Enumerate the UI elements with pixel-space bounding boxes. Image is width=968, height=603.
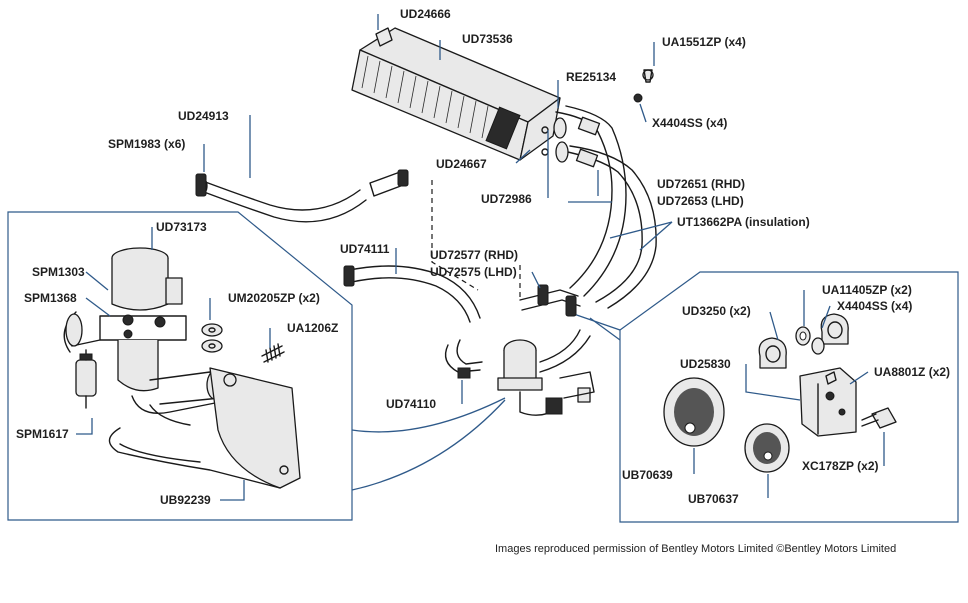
heater-matrix [351, 27, 561, 161]
label-ub70637: UB70637 [688, 492, 739, 506]
label-ub70639: UB70639 [622, 468, 673, 482]
clip-ud3250 [758, 313, 849, 369]
label-ua1206z: UA1206Z [287, 321, 338, 335]
inset-callout-line-right-2 [589, 317, 621, 341]
label-x4404ss-top: X4404SS (x4) [652, 116, 727, 130]
label-ud25830: UD25830 [680, 357, 731, 371]
label-ub92239: UB92239 [160, 493, 211, 507]
bracket-ud25830 [799, 367, 857, 437]
hose-ud24913 [195, 169, 409, 223]
label-ud73536: UD73536 [462, 32, 513, 46]
label-spm1983: SPM1983 (x6) [108, 137, 185, 151]
grommet-ub70637 [744, 423, 790, 473]
vacuum-valve-ud73173 [63, 247, 224, 414]
label-ut13662pa: UT13662PA (insulation) [677, 215, 810, 229]
label-ud24667: UD24667 [436, 157, 487, 171]
label-ud72651: UD72651 (RHD) [657, 177, 745, 191]
inset-callout-line-left [351, 397, 506, 433]
bracket-ub92239 [108, 367, 301, 489]
inset-callout-line-left-2 [351, 399, 506, 491]
label-spm1368: SPM1368 [24, 291, 77, 305]
label-ud3250: UD3250 (x2) [682, 304, 751, 318]
grommet-ub70639 [663, 377, 725, 447]
label-ud73173: UD73173 [156, 220, 207, 234]
dashed-connector [431, 180, 479, 291]
leader-lines [76, 14, 885, 501]
label-ud24666: UD24666 [400, 7, 451, 21]
label-ua11405zp: UA11405ZP (x2) [822, 283, 912, 297]
hose-ud74111 [343, 265, 481, 323]
bolt-xc178zp [861, 407, 897, 429]
matrix-pipes [541, 69, 657, 309]
label-ud72575: UD72575 (LHD) [430, 265, 517, 279]
label-ud72577: UD72577 (RHD) [430, 248, 518, 262]
washers-right [795, 326, 825, 355]
pipe-ud72577 [519, 284, 581, 317]
label-um20205zp: UM20205ZP (x2) [228, 291, 320, 305]
label-ud72986: UD72986 [481, 192, 532, 206]
label-spm1617: SPM1617 [16, 427, 69, 441]
washers-um20205zp [201, 323, 223, 353]
label-spm1303: SPM1303 [32, 265, 85, 279]
spring-ua1206z [261, 343, 285, 363]
label-re25134: RE25134 [566, 70, 616, 84]
label-ua1551zp: UA1551ZP (x4) [662, 35, 746, 49]
filter-spm1617 [75, 349, 97, 409]
label-ud74110: UD74110 [386, 397, 436, 411]
copyright-credit: Images reproduced permission of Bentley … [495, 543, 896, 555]
part-labels: UD24666 UD73536 UA1551ZP (x4) RE25134 X4… [16, 7, 950, 507]
left-inset-box [7, 211, 353, 521]
label-ud24913: UD24913 [178, 109, 229, 123]
label-x4404ss-right: X4404SS (x4) [837, 299, 912, 313]
water-valve [444, 329, 595, 416]
right-inset-box [619, 271, 959, 523]
label-xc178zp: XC178ZP (x2) [802, 459, 878, 473]
label-ua8801z: UA8801Z (x2) [874, 365, 950, 379]
label-ud74111: UD74111 [340, 242, 390, 256]
label-ud72653: UD72653 (LHD) [657, 194, 744, 208]
